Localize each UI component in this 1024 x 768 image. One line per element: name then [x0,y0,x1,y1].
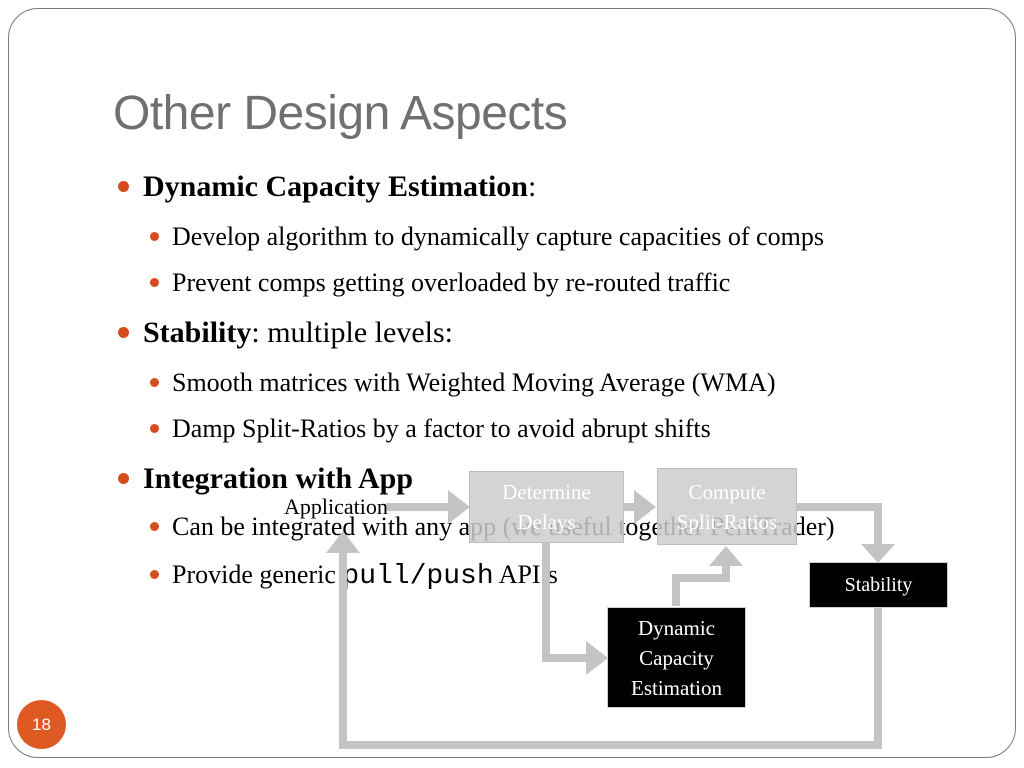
arrowhead [326,531,360,553]
arrowhead [448,490,470,524]
page-title: Other Design Aspects [113,87,568,140]
sub-bullet: Develop algorithm to dynamically capture… [150,222,824,252]
sub-bullet-text: Prevent comps getting overloaded by re-r… [172,268,731,297]
bullet-dot [150,569,159,579]
application-label: Application [284,494,388,519]
arrowhead [634,490,656,524]
bullet-dot [150,277,159,287]
bullet-dynamic-capacity: Dynamic Capacity Estimation: [118,170,536,204]
sub-bullet: Provide generic pull/push API’s [150,560,558,592]
box-line: Capacity [639,645,714,670]
arrow-delays-to-capacity [542,543,588,662]
compute-split-ratios-box: Compute Split-Ratios [657,468,797,545]
box-line: Determine [502,480,591,504]
page-number: 18 [32,714,51,734]
bullet-heading: Stability [143,316,252,349]
arrow-capacity-to-split [672,563,730,606]
dynamic-capacity-box: Dynamic Capacity Estimation [607,607,746,708]
bullet-dot [118,180,129,192]
sub-bullet-text: Develop algorithm to dynamically capture… [172,222,824,251]
bullet-dot [150,423,159,433]
bullet-dot [150,231,159,241]
bullet-dot [150,377,159,387]
box-line: Delays [517,510,576,534]
box-line: Dynamic [638,615,715,640]
bullet-rest: : [528,170,537,203]
bullet-dot [118,472,129,484]
arrowhead [709,546,743,566]
arrowhead [586,641,608,675]
sub-bullet-text: Provide generic [172,560,343,589]
sub-bullet-text: Damp Split-Ratios by a factor to avoid a… [172,414,711,443]
bullet-dot [150,521,159,531]
sub-bullet: Smooth matrices with Weighted Moving Ave… [150,368,776,398]
bullet-heading: Integration with App [143,462,414,495]
slide-frame [8,8,1016,758]
arrowhead [861,544,895,563]
sub-bullet: Damp Split-Ratios by a factor to avoid a… [150,414,711,444]
bullet-integration: Integration with App [118,462,413,496]
bullet-rest: : multiple levels: [251,316,453,349]
arrow-feedback-loop [339,552,882,749]
page-number-badge: 18 [17,700,66,749]
sub-bullet-text: Smooth matrices with Weighted Moving Ave… [172,368,776,397]
box-line: Estimation [631,675,722,700]
sub-bullet: Prevent comps getting overloaded by re-r… [150,268,730,298]
box-line: Split-Ratios [676,509,778,534]
stability-box: Stability [809,562,948,608]
api-code: pull/push [342,561,494,592]
determine-delays-box: Determine Delays [469,471,624,543]
bullet-stability: Stability: multiple levels: [118,316,453,350]
bullet-dot [118,326,129,338]
bullet-heading: Dynamic Capacity Estimation [143,170,528,203]
box-line: Compute [688,479,766,504]
box-line: Stability [844,574,913,596]
arrow-split-to-stability [797,503,882,546]
